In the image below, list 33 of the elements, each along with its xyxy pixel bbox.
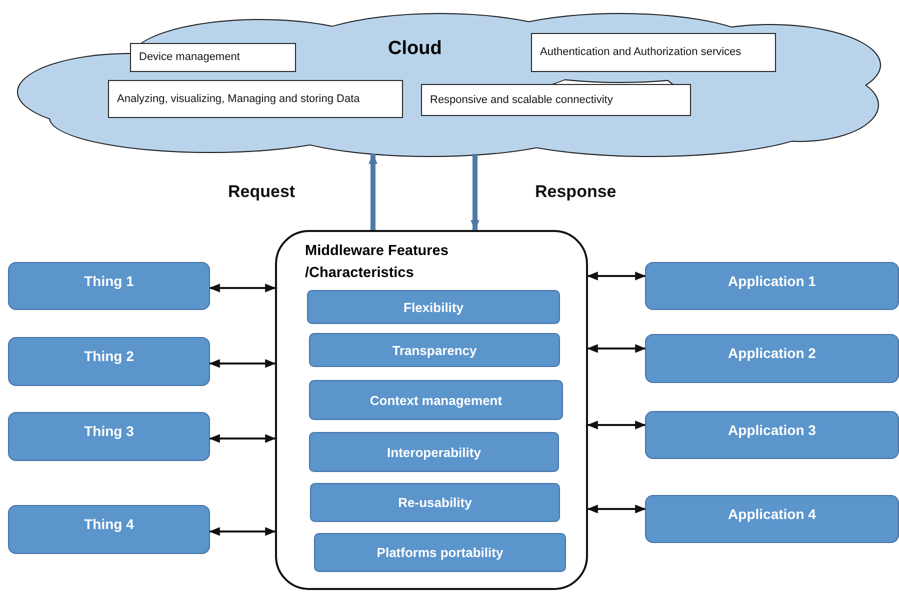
connector-arrow: [208, 359, 276, 368]
application-box: Application 4: [645, 495, 899, 543]
feature-box: Platforms portability: [314, 533, 566, 572]
container-heading: Middleware Features /Characteristics: [305, 242, 450, 284]
connector-arrow: [208, 284, 276, 292]
edge-label: Request: [228, 182, 296, 202]
application-box: Application 3: [645, 411, 899, 459]
feature-box: Context management: [309, 380, 563, 420]
connector-arrow: [586, 344, 646, 353]
connector-arrow: [470, 154, 480, 232]
connector-arrow: [586, 504, 646, 514]
cloud-title: Cloud: [388, 38, 442, 60]
feature-box: Re-usability: [310, 483, 560, 522]
thing-box: Thing 4: [8, 505, 210, 554]
thing-box: Thing 3: [8, 412, 210, 461]
feature-box: Flexibility: [307, 290, 560, 324]
service-box: Device management: [130, 43, 296, 72]
service-box: Analyzing, visualizing, Managing and storing Data: [108, 80, 403, 118]
feature-box: Interoperability: [309, 432, 559, 472]
application-box: Application 1: [645, 262, 899, 310]
middleware-container: [275, 230, 588, 590]
connector-arrow: [208, 434, 276, 443]
edge-label: Response: [535, 182, 616, 202]
thing-box: Thing 2: [8, 337, 210, 386]
connector-arrow: [586, 420, 646, 430]
connector-arrow: [208, 527, 276, 536]
application-box: Application 2: [645, 334, 899, 383]
feature-box: Transparency: [309, 333, 560, 367]
service-box: Responsive and scalable connectivity: [421, 84, 691, 116]
connector-arrow: [368, 152, 378, 230]
connector-arrow: [586, 272, 646, 280]
thing-box: Thing 1: [8, 262, 210, 310]
service-box: Authentication and Authorization services: [531, 33, 776, 72]
